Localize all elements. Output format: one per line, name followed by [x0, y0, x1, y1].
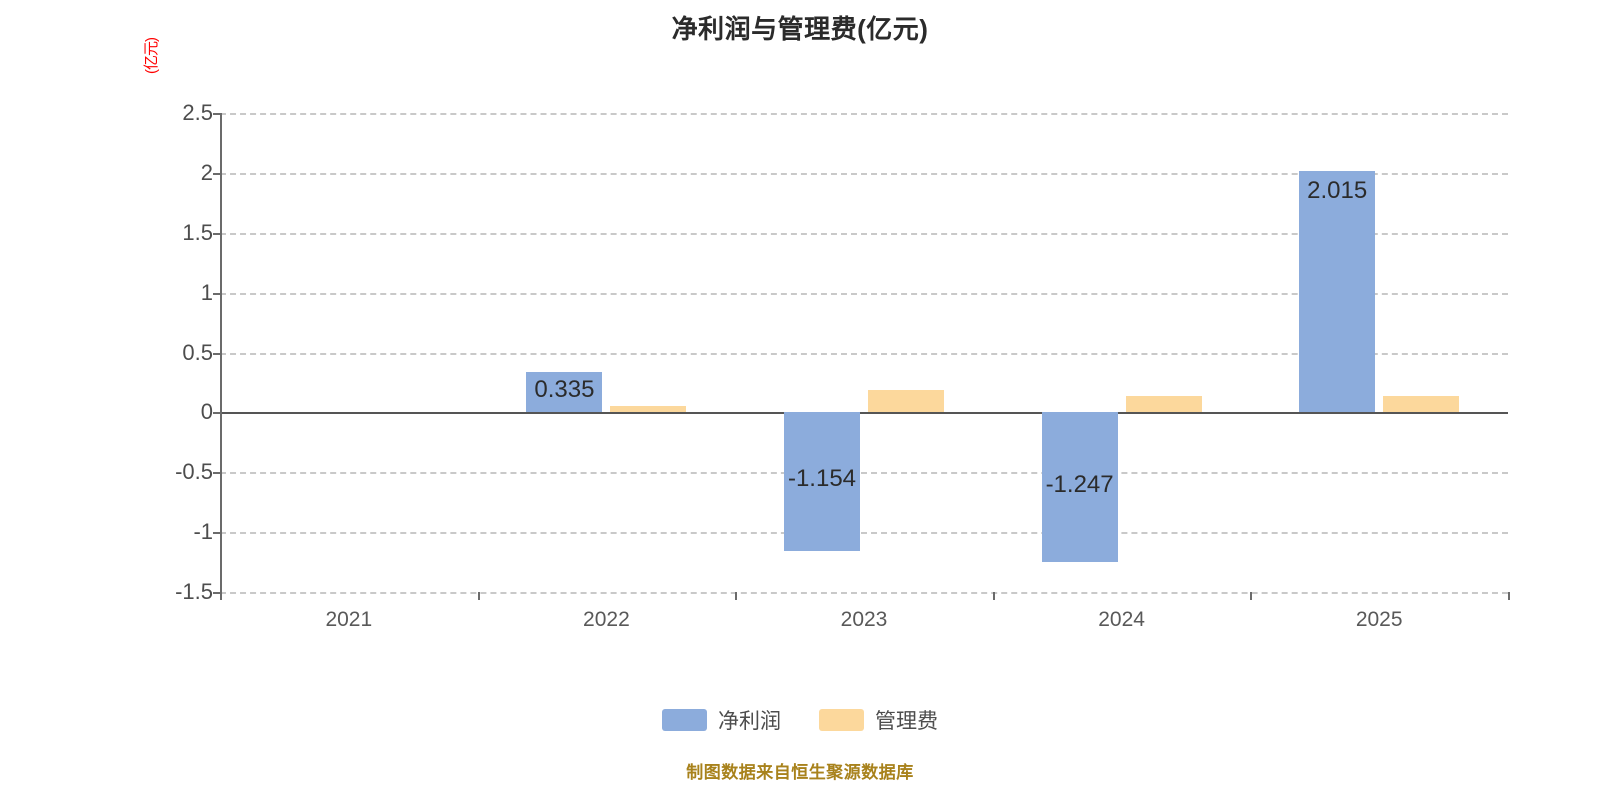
y-axis-tick-label: 1.5: [182, 219, 213, 245]
x-axis-tick: [992, 592, 995, 600]
x-axis-tick-label: 2021: [325, 608, 373, 631]
x-axis-tick-label: 2025: [1355, 608, 1403, 631]
y-axis-tick-label: 2.5: [182, 100, 213, 125]
x-axis-tick-label: 2023: [840, 608, 888, 631]
y-axis-tick: [213, 352, 222, 355]
y-axis-tick-label: 1: [200, 279, 213, 305]
y-axis: 2.5 2 1.5 1 0.5 0 -0.5 -1 -1.5: [175, 100, 222, 604]
x-axis-tick-label: 2024: [1098, 608, 1145, 631]
x-axis-tick: [735, 592, 738, 600]
source-note: 制图数据来自恒生聚源数据库: [686, 763, 914, 782]
x-axis-tick: [1508, 592, 1510, 600]
y-axis-tick: [213, 412, 222, 415]
y-axis-tick: [213, 592, 222, 594]
y-axis-tick-label: 0: [200, 399, 213, 425]
bar-admin-expense-2025[interactable]: [1383, 396, 1460, 413]
y-axis-tick-label: -1.5: [175, 579, 213, 604]
y-axis-tick-label: -0.5: [175, 459, 213, 485]
bar-net-profit-2022[interactable]: [526, 372, 603, 413]
chart-legend: 净利润 管理费: [0, 705, 1600, 735]
y-axis-tick-label: 2: [200, 159, 213, 185]
gridline: [220, 592, 1508, 594]
y-axis-tick-label: -1: [193, 519, 213, 545]
legend-label: 管理费: [875, 710, 938, 733]
x-axis-tick: [1250, 592, 1253, 600]
bar-admin-expense-2024[interactable]: [1125, 396, 1202, 413]
bar-net-profit-2023[interactable]: [784, 412, 860, 551]
bar-value-label: 2.015: [1307, 177, 1368, 205]
legend-swatch-icon: [662, 709, 707, 731]
gridline: [220, 532, 1508, 535]
gridline: [220, 352, 1508, 355]
y-axis-unit-label: (亿元): [143, 38, 160, 74]
bar-admin-expense-2022[interactable]: [610, 406, 687, 413]
legend-swatch-icon: [819, 709, 864, 731]
bar-value-label: 0.335: [534, 376, 595, 404]
legend-label: 净利润: [718, 710, 781, 733]
gridline: [220, 292, 1508, 295]
bar-admin-expense-2023[interactable]: [868, 389, 944, 413]
bar-net-profit-2025[interactable]: [1299, 171, 1376, 413]
plot-area: 0.335 -1.154 -1.247 2.015: [220, 113, 1508, 594]
bar-net-profit-2024[interactable]: [1041, 412, 1118, 562]
gridline: [220, 113, 1508, 115]
gridline: [220, 232, 1508, 235]
x-axis-tick-label: 2022: [583, 608, 630, 631]
y-axis-tick: [213, 472, 222, 475]
legend-item-net-profit[interactable]: 净利润: [662, 705, 781, 735]
gridline: [220, 472, 1508, 475]
y-axis-tick: [213, 113, 222, 115]
y-axis-tick: [213, 292, 222, 295]
zero-line: [220, 412, 1508, 415]
x-axis-tick: [477, 592, 480, 600]
y-axis-tick: [213, 532, 222, 535]
bar-value-label: -1.154: [787, 465, 857, 493]
bar-value-label: -1.247: [1045, 471, 1114, 499]
page-title: 净利润与管理费(亿元): [671, 14, 929, 44]
legend-item-admin-expense[interactable]: 管理费: [819, 705, 938, 735]
x-axis-tick: [220, 592, 222, 600]
y-axis-tick: [213, 232, 222, 235]
y-axis-tick: [213, 172, 222, 175]
gridline: [220, 172, 1508, 175]
y-axis-tick-label: 0.5: [182, 339, 213, 365]
